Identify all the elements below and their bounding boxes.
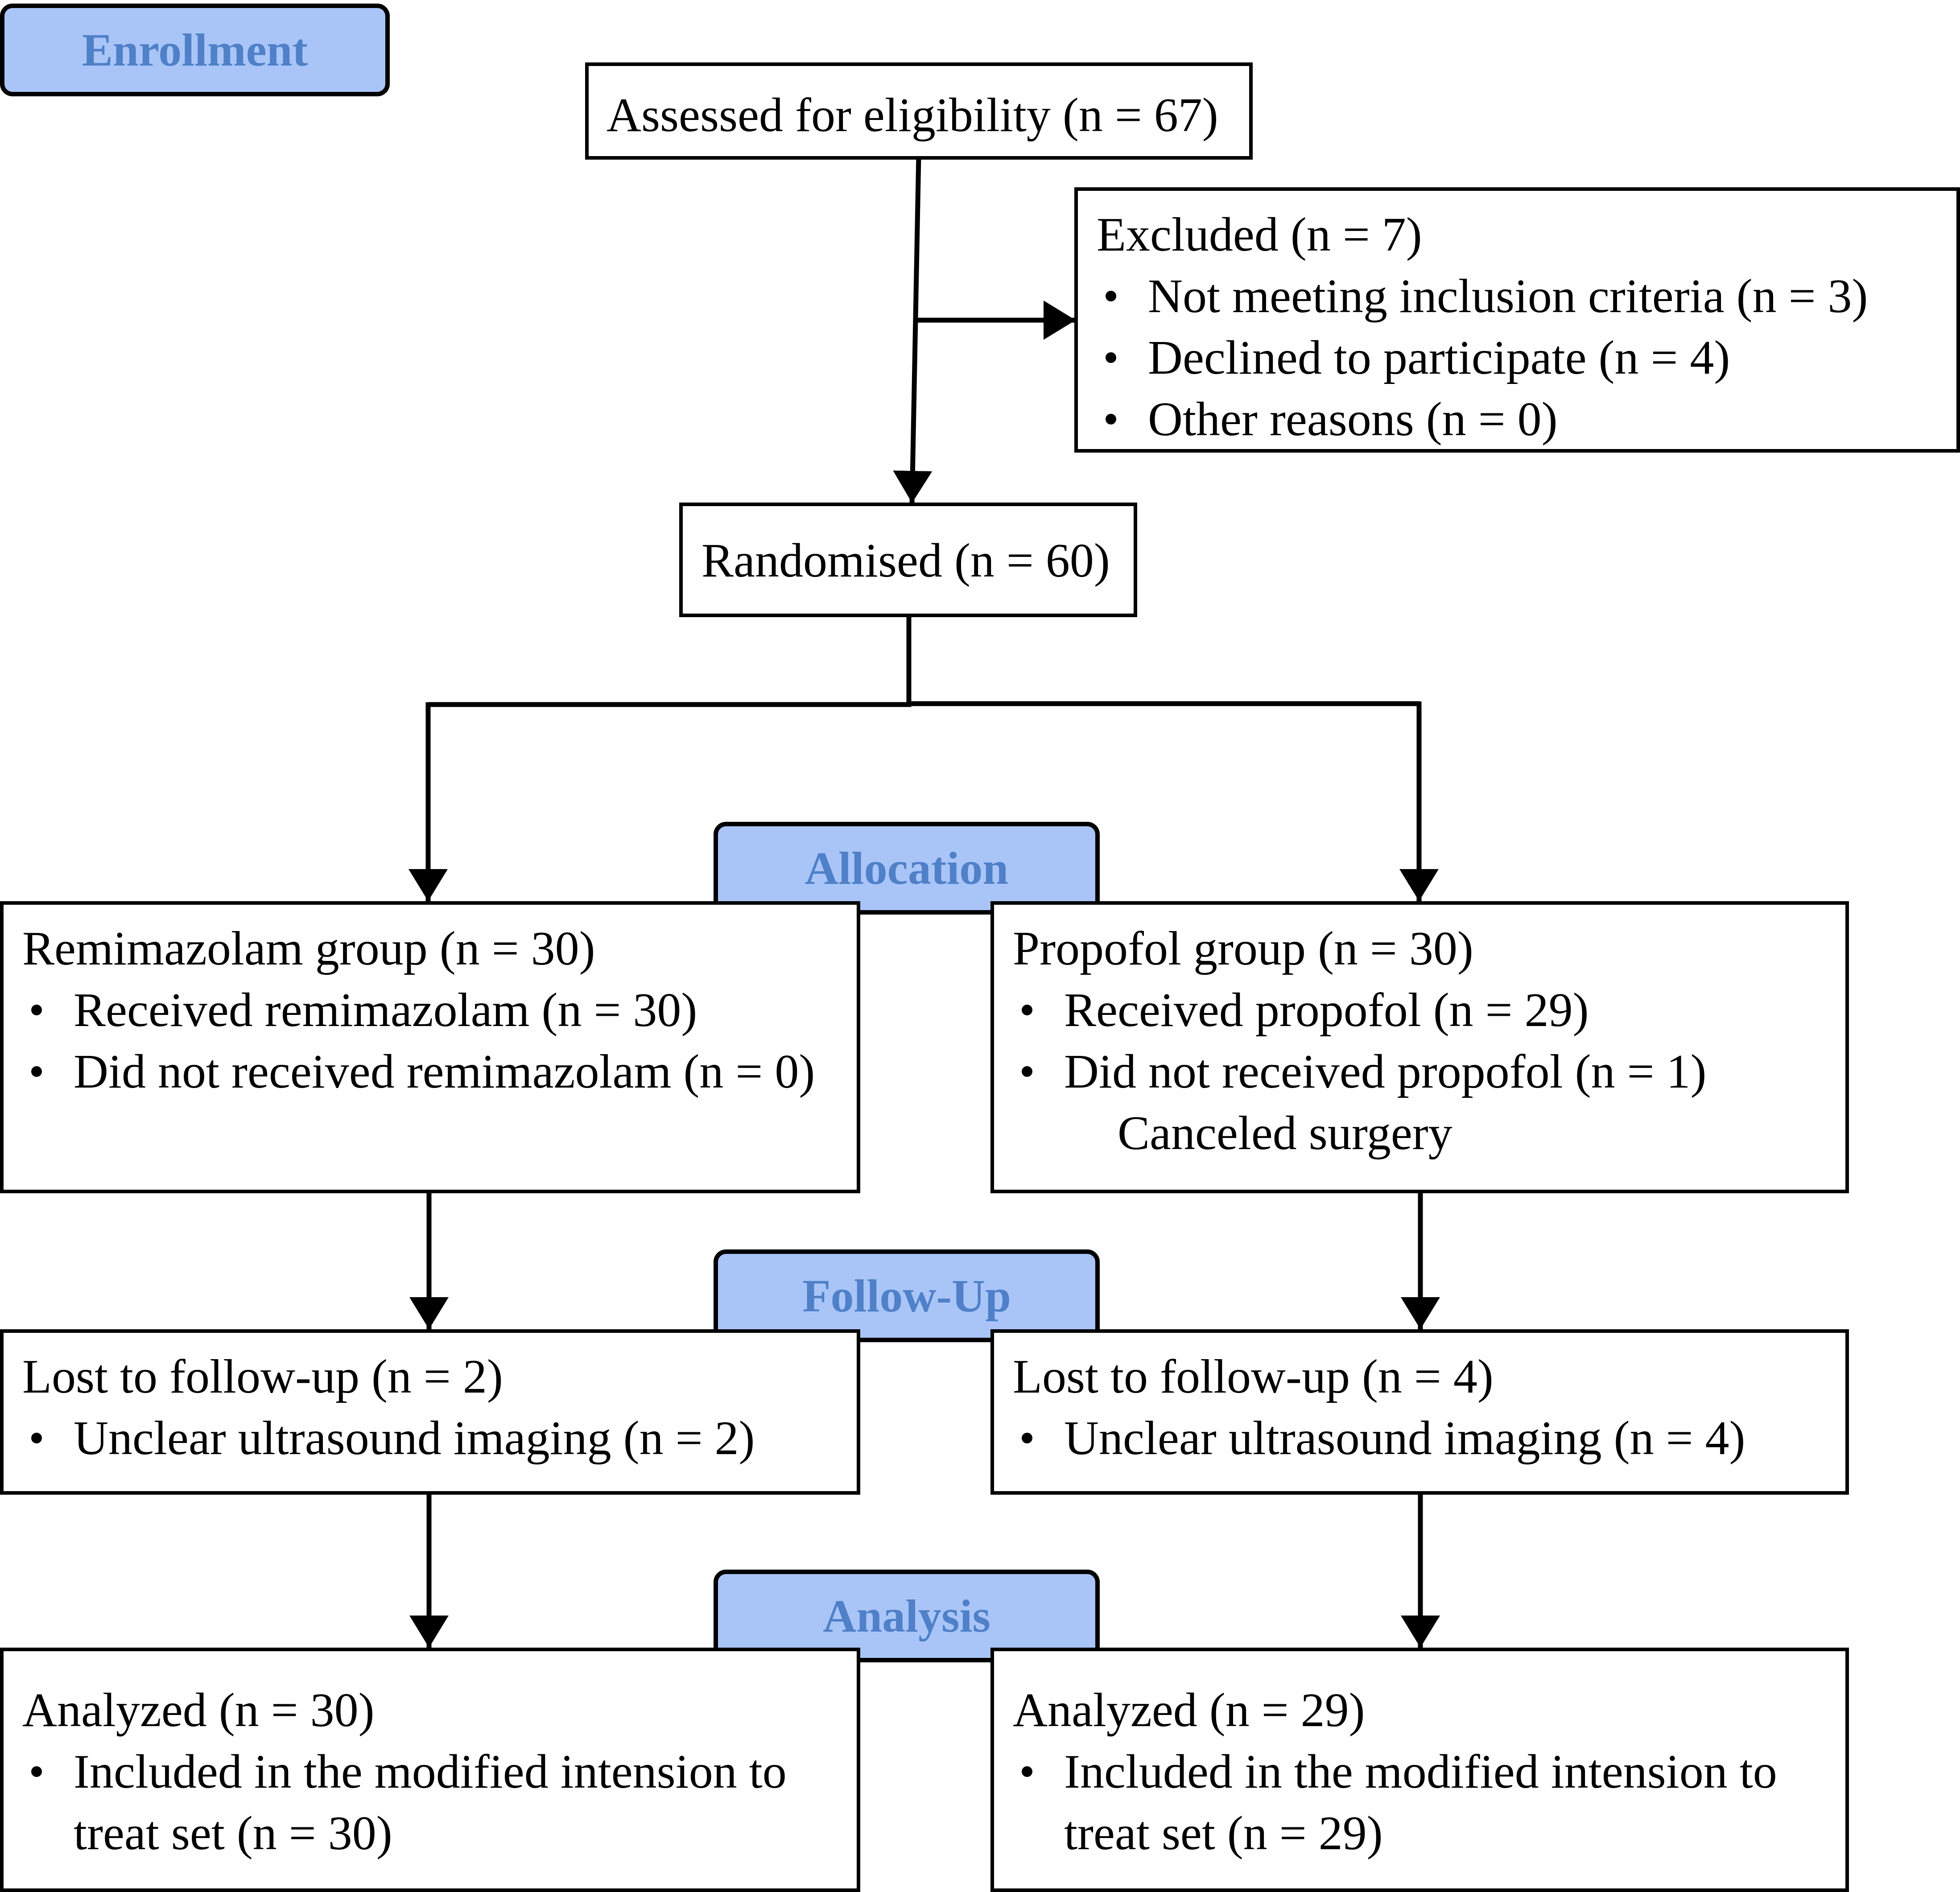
remimazolam-group-title: Remimazolam group (n = 30) [22, 922, 595, 975]
excluded-reason-item: Other reasons (n = 0) [1097, 389, 1956, 450]
remimazolam-follow-up-item: Unclear ultrasound imaging (n = 2) [22, 1408, 857, 1469]
remimazolam-analyzed-title: Analyzed (n = 30) [22, 1684, 375, 1737]
enrollment-stage-label: Enrollment [0, 4, 390, 96]
propofol-analysis-list: Included in the modified intension to tr… [1013, 1741, 1780, 1864]
propofol-allocation-item: Did not received propofol (n = 1) [1013, 1041, 1845, 1103]
remimazolam-follow-up-list: Unclear ultrasound imaging (n = 2) [22, 1408, 857, 1469]
remimazolam-analysis-item: Included in the modified intension to tr… [22, 1741, 789, 1864]
propofol-analysis-item: Included in the modified intension to tr… [1013, 1741, 1780, 1864]
propofol-analyzed-title: Analyzed (n = 29) [1013, 1684, 1365, 1737]
remimazolam-follow-up-box: Lost to follow-up (n = 2) Unclear ultras… [0, 1329, 860, 1495]
propofol-follow-up-box: Lost to follow-up (n = 4) Unclear ultras… [990, 1329, 1849, 1495]
excluded-reason-item: Declined to participate (n = 4) [1097, 327, 1956, 389]
allocation-stage-label: Allocation [714, 822, 1100, 915]
propofol-allocation-item: Received propofol (n = 29) [1013, 980, 1845, 1041]
assessed-for-eligibility-box: Assessed for eligibility (n = 67) [585, 62, 1253, 160]
remimazolam-lost-to-follow-up-title: Lost to follow-up (n = 2) [22, 1350, 503, 1403]
randomised-box: Randomised (n = 60) [679, 503, 1137, 617]
excluded-reasons-list: Not meeting inclusion criteria (n = 3) D… [1097, 266, 1956, 450]
excluded-reason-item: Not meeting inclusion criteria (n = 3) [1097, 266, 1956, 327]
analysis-stage-label: Analysis [714, 1570, 1100, 1662]
remimazolam-allocation-item: Did not received remimazolam (n = 0) [22, 1041, 857, 1103]
propofol-follow-up-list: Unclear ultrasound imaging (n = 4) [1013, 1408, 1845, 1469]
remimazolam-allocation-box: Remimazolam group (n = 30) Received remi… [0, 901, 860, 1193]
excluded-title: Excluded (n = 7) [1097, 208, 1422, 261]
propofol-follow-up-item: Unclear ultrasound imaging (n = 4) [1013, 1408, 1845, 1469]
connector-randomised-split [428, 616, 912, 707]
canceled-surgery-note: Canceled surgery [1118, 1107, 1452, 1160]
propofol-allocation-list: Received propofol (n = 29) Did not recei… [1013, 980, 1845, 1103]
connector-assessed-to-randomised [893, 156, 933, 503]
propofol-lost-to-follow-up-title: Lost to follow-up (n = 4) [1013, 1350, 1494, 1403]
propofol-analysis-box: Analyzed (n = 29) Included in the modifi… [990, 1648, 1849, 1892]
remimazolam-allocation-item: Received remimazolam (n = 30) [22, 980, 857, 1041]
excluded-box: Excluded (n = 7) Not meeting inclusion c… [1074, 187, 1960, 453]
follow-up-stage-label: Follow-Up [714, 1249, 1100, 1342]
remimazolam-analysis-box: Analyzed (n = 30) Included in the modifi… [0, 1648, 860, 1892]
remimazolam-allocation-list: Received remimazolam (n = 30) Did not re… [22, 980, 857, 1103]
propofol-allocation-box: Propofol group (n = 30) Received propofo… [990, 901, 1849, 1193]
propofol-group-title: Propofol group (n = 30) [1013, 922, 1473, 975]
randomised-text: Randomised (n = 60) [701, 534, 1110, 587]
remimazolam-analysis-list: Included in the modified intension to tr… [22, 1741, 789, 1864]
assessed-for-eligibility-text: Assessed for eligibility (n = 67) [607, 89, 1218, 142]
